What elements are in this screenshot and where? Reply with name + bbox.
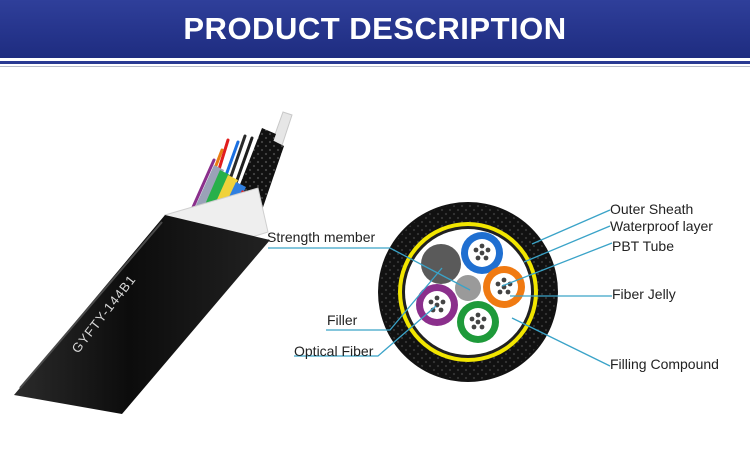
header-rule xyxy=(0,61,750,64)
leader-strength-member xyxy=(268,247,471,291)
pbt-tube-blue xyxy=(461,232,503,274)
leader-outer-sheath xyxy=(531,209,611,245)
jacket-highlight xyxy=(19,221,163,389)
label-optical-fiber: Optical Fiber xyxy=(294,343,374,359)
label-waterproof-layer: Waterproof layer xyxy=(610,218,713,234)
page-title: PRODUCT DESCRIPTION xyxy=(183,11,567,46)
leader-pbt-tube xyxy=(501,242,613,287)
leader-optical-fiber xyxy=(294,305,437,357)
leader-filler xyxy=(326,267,443,331)
label-filler: Filler xyxy=(327,312,358,328)
strength-member-core xyxy=(455,275,481,301)
label-pbt-tube: PBT Tube xyxy=(612,238,674,254)
label-outer-sheath: Outer Sheath xyxy=(610,201,693,217)
outer-jacket xyxy=(14,215,270,414)
label-strength-member: Strength member xyxy=(267,229,375,245)
pbt-tube-orange xyxy=(483,266,525,308)
label-fiber-jelly: Fiber Jelly xyxy=(612,286,676,302)
pbt-tube-green xyxy=(457,301,499,343)
cable-illustration: GYFTY-144B1 xyxy=(14,111,293,414)
label-filling-compound: Filling Compound xyxy=(610,356,719,372)
filler-dark xyxy=(421,244,461,284)
leader-filling-compound xyxy=(511,317,611,367)
cross-section xyxy=(378,202,558,382)
leader-lines xyxy=(268,209,613,367)
header-banner: PRODUCT DESCRIPTION xyxy=(0,0,750,58)
header-rule-light xyxy=(0,66,750,67)
pbt-tube-purple xyxy=(416,284,458,326)
leader-waterproof-layer xyxy=(523,225,611,263)
